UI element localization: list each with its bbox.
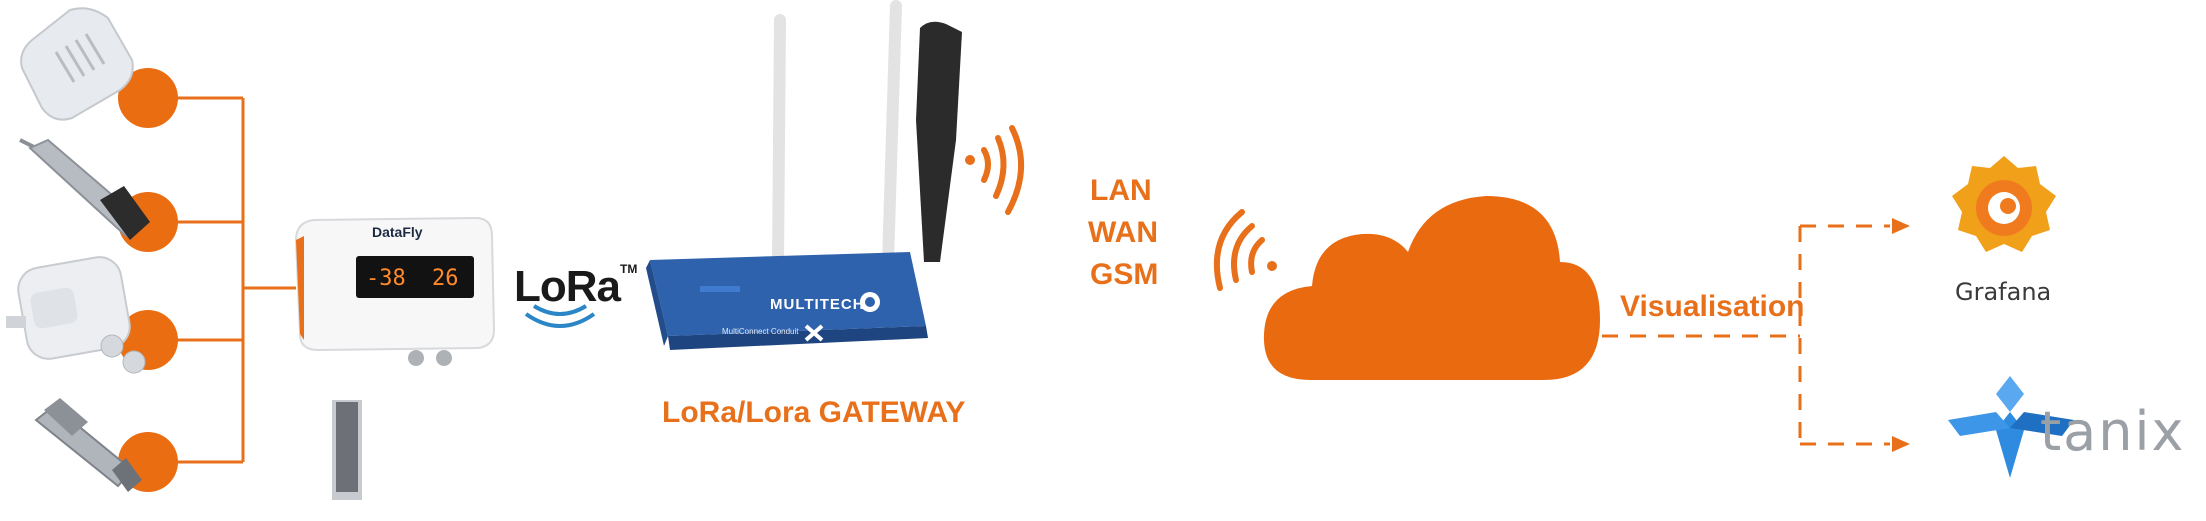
lora-logo-text: LoRa <box>514 262 621 311</box>
lora-logo-mark: TM <box>620 262 638 276</box>
visualisation-label: Visualisation <box>1620 290 1805 323</box>
datafly-device <box>294 216 496 500</box>
cloud-wifi-icon <box>1213 209 1277 291</box>
gateway-wifi-icon <box>965 125 1024 215</box>
multitech-gateway <box>646 0 962 350</box>
cloud-icon <box>1263 196 1600 380</box>
lora-signal-icon <box>524 304 596 328</box>
sensor-duct <box>6 256 178 374</box>
connectivity-gsm-label: GSM <box>1090 258 1159 291</box>
arrow-grafana <box>1892 218 1910 234</box>
sensor-wiring <box>148 96 296 464</box>
grafana-logo <box>1952 156 2056 252</box>
lora-logo: LoRaTM <box>514 262 637 312</box>
arrow-tanix <box>1892 436 1910 452</box>
tanix-label: tanix <box>2040 400 2186 463</box>
connectivity-wan-label: WAN <box>1088 216 1158 249</box>
device-brand: DataFly <box>372 224 423 240</box>
grafana-label: Grafana <box>1955 278 2052 306</box>
connectivity-lan-label: LAN <box>1090 174 1152 207</box>
device-display-right: 26 <box>432 266 459 291</box>
gateway-model: MultiConnect Conduit <box>722 327 799 336</box>
sensor-room <box>20 7 178 128</box>
sensor-pressure <box>34 398 178 492</box>
gateway-label: LoRa/Lora GATEWAY <box>662 396 966 429</box>
gateway-brand: MULTITECH <box>770 296 865 313</box>
sensor-immersion-probe <box>19 138 178 252</box>
tanix-logo <box>1948 376 2074 478</box>
device-display-left: -38 <box>366 266 406 291</box>
visualisation-connectors <box>1602 224 1890 446</box>
